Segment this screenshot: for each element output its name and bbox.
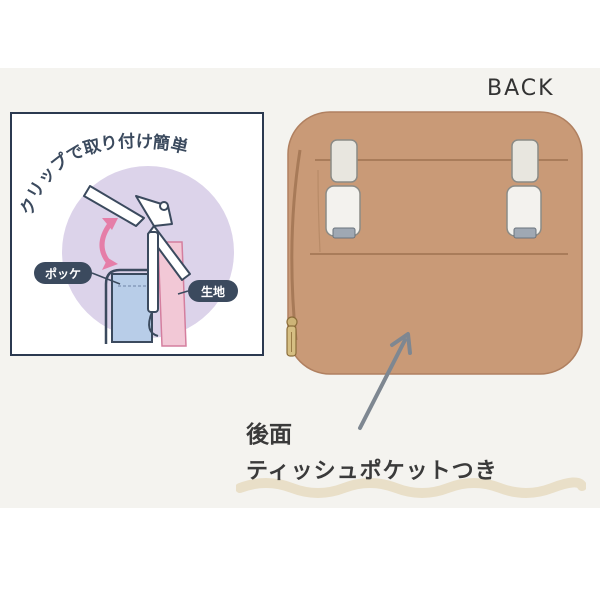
- fabric-label: 生地: [201, 284, 225, 299]
- caption-line-2: ティッシュポケットつき: [246, 459, 498, 484]
- pocket-label-badge: ポッケ: [34, 262, 92, 284]
- caption-line-1: 後面: [246, 422, 292, 448]
- highlight-squiggle: [236, 477, 586, 498]
- pocket-shape: [111, 273, 153, 343]
- clip-drawing-icon: [83, 185, 191, 337]
- right-clip-icon: [506, 139, 542, 239]
- clip-diagram-inset: クリップで取り付け簡単: [10, 112, 264, 356]
- double-arrow-icon: [99, 218, 118, 270]
- left-clip-icon: [325, 139, 361, 239]
- fabric-label-badge: 生地: [188, 280, 238, 302]
- pouch-body: [287, 111, 583, 375]
- clip-diagram: クリップで取り付け簡単: [17, 131, 238, 347]
- zipper-pull-icon: [286, 316, 298, 357]
- back-label: BACK: [487, 76, 555, 101]
- pocket-label: ポッケ: [45, 266, 81, 281]
- pointer-arrow-icon: [358, 332, 412, 430]
- zipper-edge: [290, 149, 302, 341]
